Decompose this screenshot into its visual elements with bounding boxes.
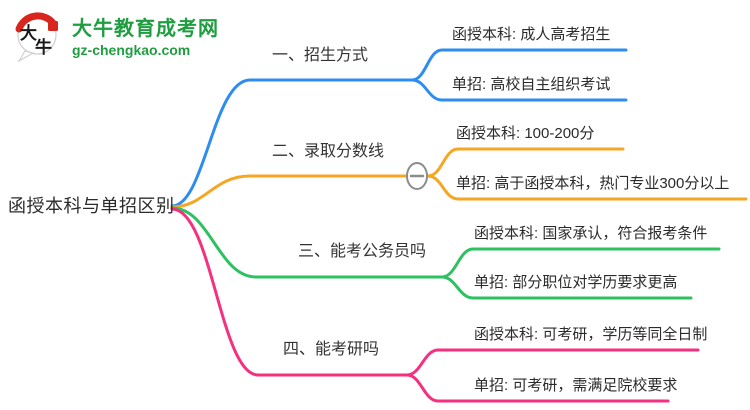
branch-4-child-2[interactable]: 单招: 可考研，需满足院校要求 bbox=[474, 377, 678, 394]
branch-2-child-1[interactable]: 函授本科: 100-200分 bbox=[456, 125, 595, 142]
root-node[interactable]: 函授本科与单招区别 bbox=[8, 196, 175, 216]
edge-branch-2-child-1 bbox=[426, 147, 625, 178]
branch-4-child-1[interactable]: 函授本科: 可考研，学历等同全日制 bbox=[474, 326, 708, 343]
collapse-button[interactable] bbox=[406, 162, 428, 190]
edge-branch-1-child-1 bbox=[410, 48, 628, 82]
branch-3-child-1[interactable]: 函授本科: 国家承认，符合报考条件 bbox=[474, 225, 708, 242]
logo-char-top: 大 bbox=[20, 23, 37, 43]
branch-1-child-1[interactable]: 函授本科: 成人高考招生 bbox=[452, 26, 611, 43]
edge-branch-3-child-1 bbox=[440, 247, 721, 279]
edge-branch-3-child-2 bbox=[440, 275, 693, 300]
edge-branch-4-child-1 bbox=[405, 348, 700, 377]
edge-branch-4 bbox=[170, 207, 409, 377]
logo-domain: gz-chengkao.com bbox=[72, 42, 191, 58]
branch-1-label[interactable]: 一、招生方式 bbox=[272, 47, 369, 64]
logo-title: 大牛教育成考网 bbox=[72, 18, 219, 40]
logo-red-arc bbox=[15, 12, 57, 33]
branch-2-label[interactable]: 二、录取分数线 bbox=[272, 143, 385, 160]
branch-1-child-2[interactable]: 单招: 高校自主组织考试 bbox=[452, 76, 611, 93]
edge-branch-2 bbox=[170, 174, 408, 209]
logo-red-seal bbox=[48, 21, 58, 31]
edge-branch-2-child-2 bbox=[426, 174, 748, 201]
edge-branch-1 bbox=[170, 78, 414, 208]
edge-branch-1-child-2 bbox=[410, 78, 628, 102]
edge-branch-4-child-2 bbox=[405, 373, 670, 403]
daniu-logo-icon: 大 牛 bbox=[15, 12, 58, 62]
branch-3-label[interactable]: 三、能考公务员吗 bbox=[298, 243, 427, 260]
logo-bubble-tail bbox=[17, 50, 35, 62]
branch-2-child-2[interactable]: 单招: 高于函授本科，热门专业300分以上 bbox=[456, 175, 730, 192]
logo-text-block: 大牛教育成考网 gz-chengkao.com bbox=[72, 12, 219, 58]
logo-char-bottom: 牛 bbox=[35, 37, 52, 57]
site-logo[interactable]: 大 牛 大牛教育成考网 gz-chengkao.com bbox=[12, 8, 219, 62]
branch-3-child-2[interactable]: 单招: 部分职位对学历要求更高 bbox=[474, 274, 678, 291]
edge-branch-3 bbox=[170, 206, 444, 279]
branch-4-label[interactable]: 四、能考研吗 bbox=[283, 341, 380, 358]
